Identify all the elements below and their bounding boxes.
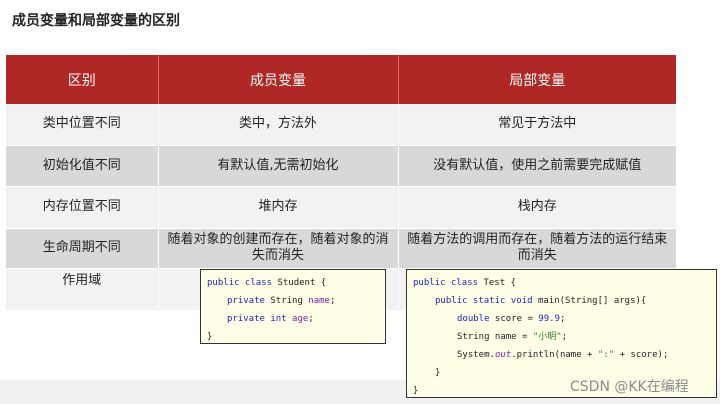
local-code-snippet: public class Test { public static void m… — [406, 269, 717, 398]
row-label: 内存位置不同 — [6, 186, 159, 229]
row-label: 初始化值不同 — [6, 145, 159, 187]
row-label: 类中位置不同 — [6, 104, 159, 146]
row-label: 作用域 — [6, 268, 159, 311]
code-line: private String name; — [227, 296, 336, 306]
local-cell: 栈内存 — [398, 186, 676, 229]
table-row: 初始化值不同 有默认值,无需初始化 没有默认值，使用之前需要完成赋值 — [6, 145, 676, 187]
code-line: } — [207, 332, 213, 342]
code-line: double score = 99.9; — [457, 314, 566, 324]
code-line: public class Test { — [413, 278, 516, 288]
member-cell: 类中，方法外 — [158, 104, 399, 146]
table-row: 生命周期不同 随着对象的创建而存在，随着对象的消失而消失 随着方法的调用而存在，… — [6, 228, 676, 269]
code-line: } — [435, 368, 441, 378]
member-cell: 堆内存 — [158, 186, 399, 229]
table-row: 内存位置不同 堆内存 栈内存 — [6, 186, 676, 229]
local-cell: 没有默认值，使用之前需要完成赋值 — [398, 145, 676, 187]
header-local-variable: 局部变量 — [398, 55, 676, 104]
member-cell: 随着对象的创建而存在，随着对象的消失而消失 — [158, 228, 399, 269]
header-difference: 区别 — [6, 55, 159, 104]
local-cell: 常见于方法中 — [398, 104, 676, 146]
watermark: CSDN @KK在编程 — [570, 379, 689, 395]
code-line: private int age; — [227, 314, 314, 324]
member-cell: 有默认值,无需初始化 — [158, 145, 399, 187]
code-line: System.out.println(name + ":" + score); — [457, 350, 669, 360]
table-header-row: 区别 成员变量 局部变量 — [6, 55, 676, 104]
member-code-snippet: public class Student { private String na… — [200, 269, 386, 344]
local-cell: 随着方法的调用而存在，随着方法的运行结束而消失 — [398, 228, 676, 269]
code-line: } — [413, 386, 419, 396]
header-member-variable: 成员变量 — [158, 55, 399, 104]
page-title: 成员变量和局部变量的区别 — [12, 13, 180, 29]
table-row: 类中位置不同 类中，方法外 常见于方法中 — [6, 104, 676, 146]
code-line: public class Student { — [207, 278, 327, 288]
row-label: 生命周期不同 — [6, 228, 159, 269]
code-line: public static void main(String[] args){ — [435, 296, 647, 306]
code-line: String name = "小明"; — [457, 332, 568, 342]
